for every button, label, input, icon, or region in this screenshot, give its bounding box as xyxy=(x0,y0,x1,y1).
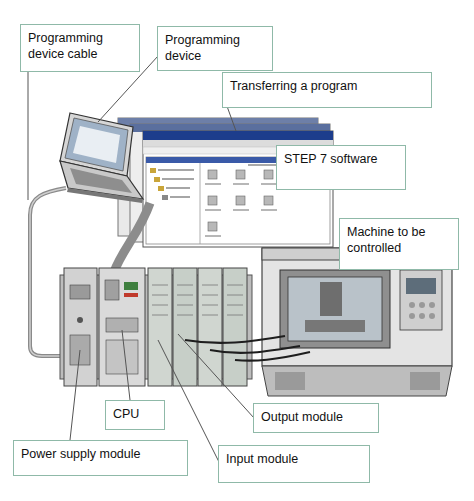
callout-box: Power supply module xyxy=(13,440,188,476)
callout-text: Input module xyxy=(226,451,362,467)
callout-box: Transferring a program xyxy=(222,72,432,108)
callout-text: Transferring a program xyxy=(230,78,424,94)
callout-text: CPU xyxy=(113,406,157,422)
callout-box: Input module xyxy=(218,445,370,483)
leader-lines xyxy=(28,56,277,462)
plc-rack xyxy=(60,268,252,386)
callout-text: STEP 7 software xyxy=(284,151,398,167)
callout-text: Programming device cable xyxy=(28,30,132,63)
callout-text: Power supply module xyxy=(21,446,180,462)
callout-box: CPU xyxy=(105,400,165,430)
callout-box: Machine to be controlled xyxy=(339,218,459,270)
callout-text: Output module xyxy=(261,409,371,425)
callout-box: STEP 7 software xyxy=(276,145,406,190)
callout-text: Programming device xyxy=(165,32,265,65)
callout-box: Programming device xyxy=(157,26,273,71)
laptop xyxy=(60,113,143,203)
callout-box: Programming device cable xyxy=(20,24,140,72)
callout-box: Output module xyxy=(253,403,379,433)
io-wiring xyxy=(185,336,310,361)
machine xyxy=(262,248,452,396)
callout-text: Machine to be controlled xyxy=(347,224,451,257)
